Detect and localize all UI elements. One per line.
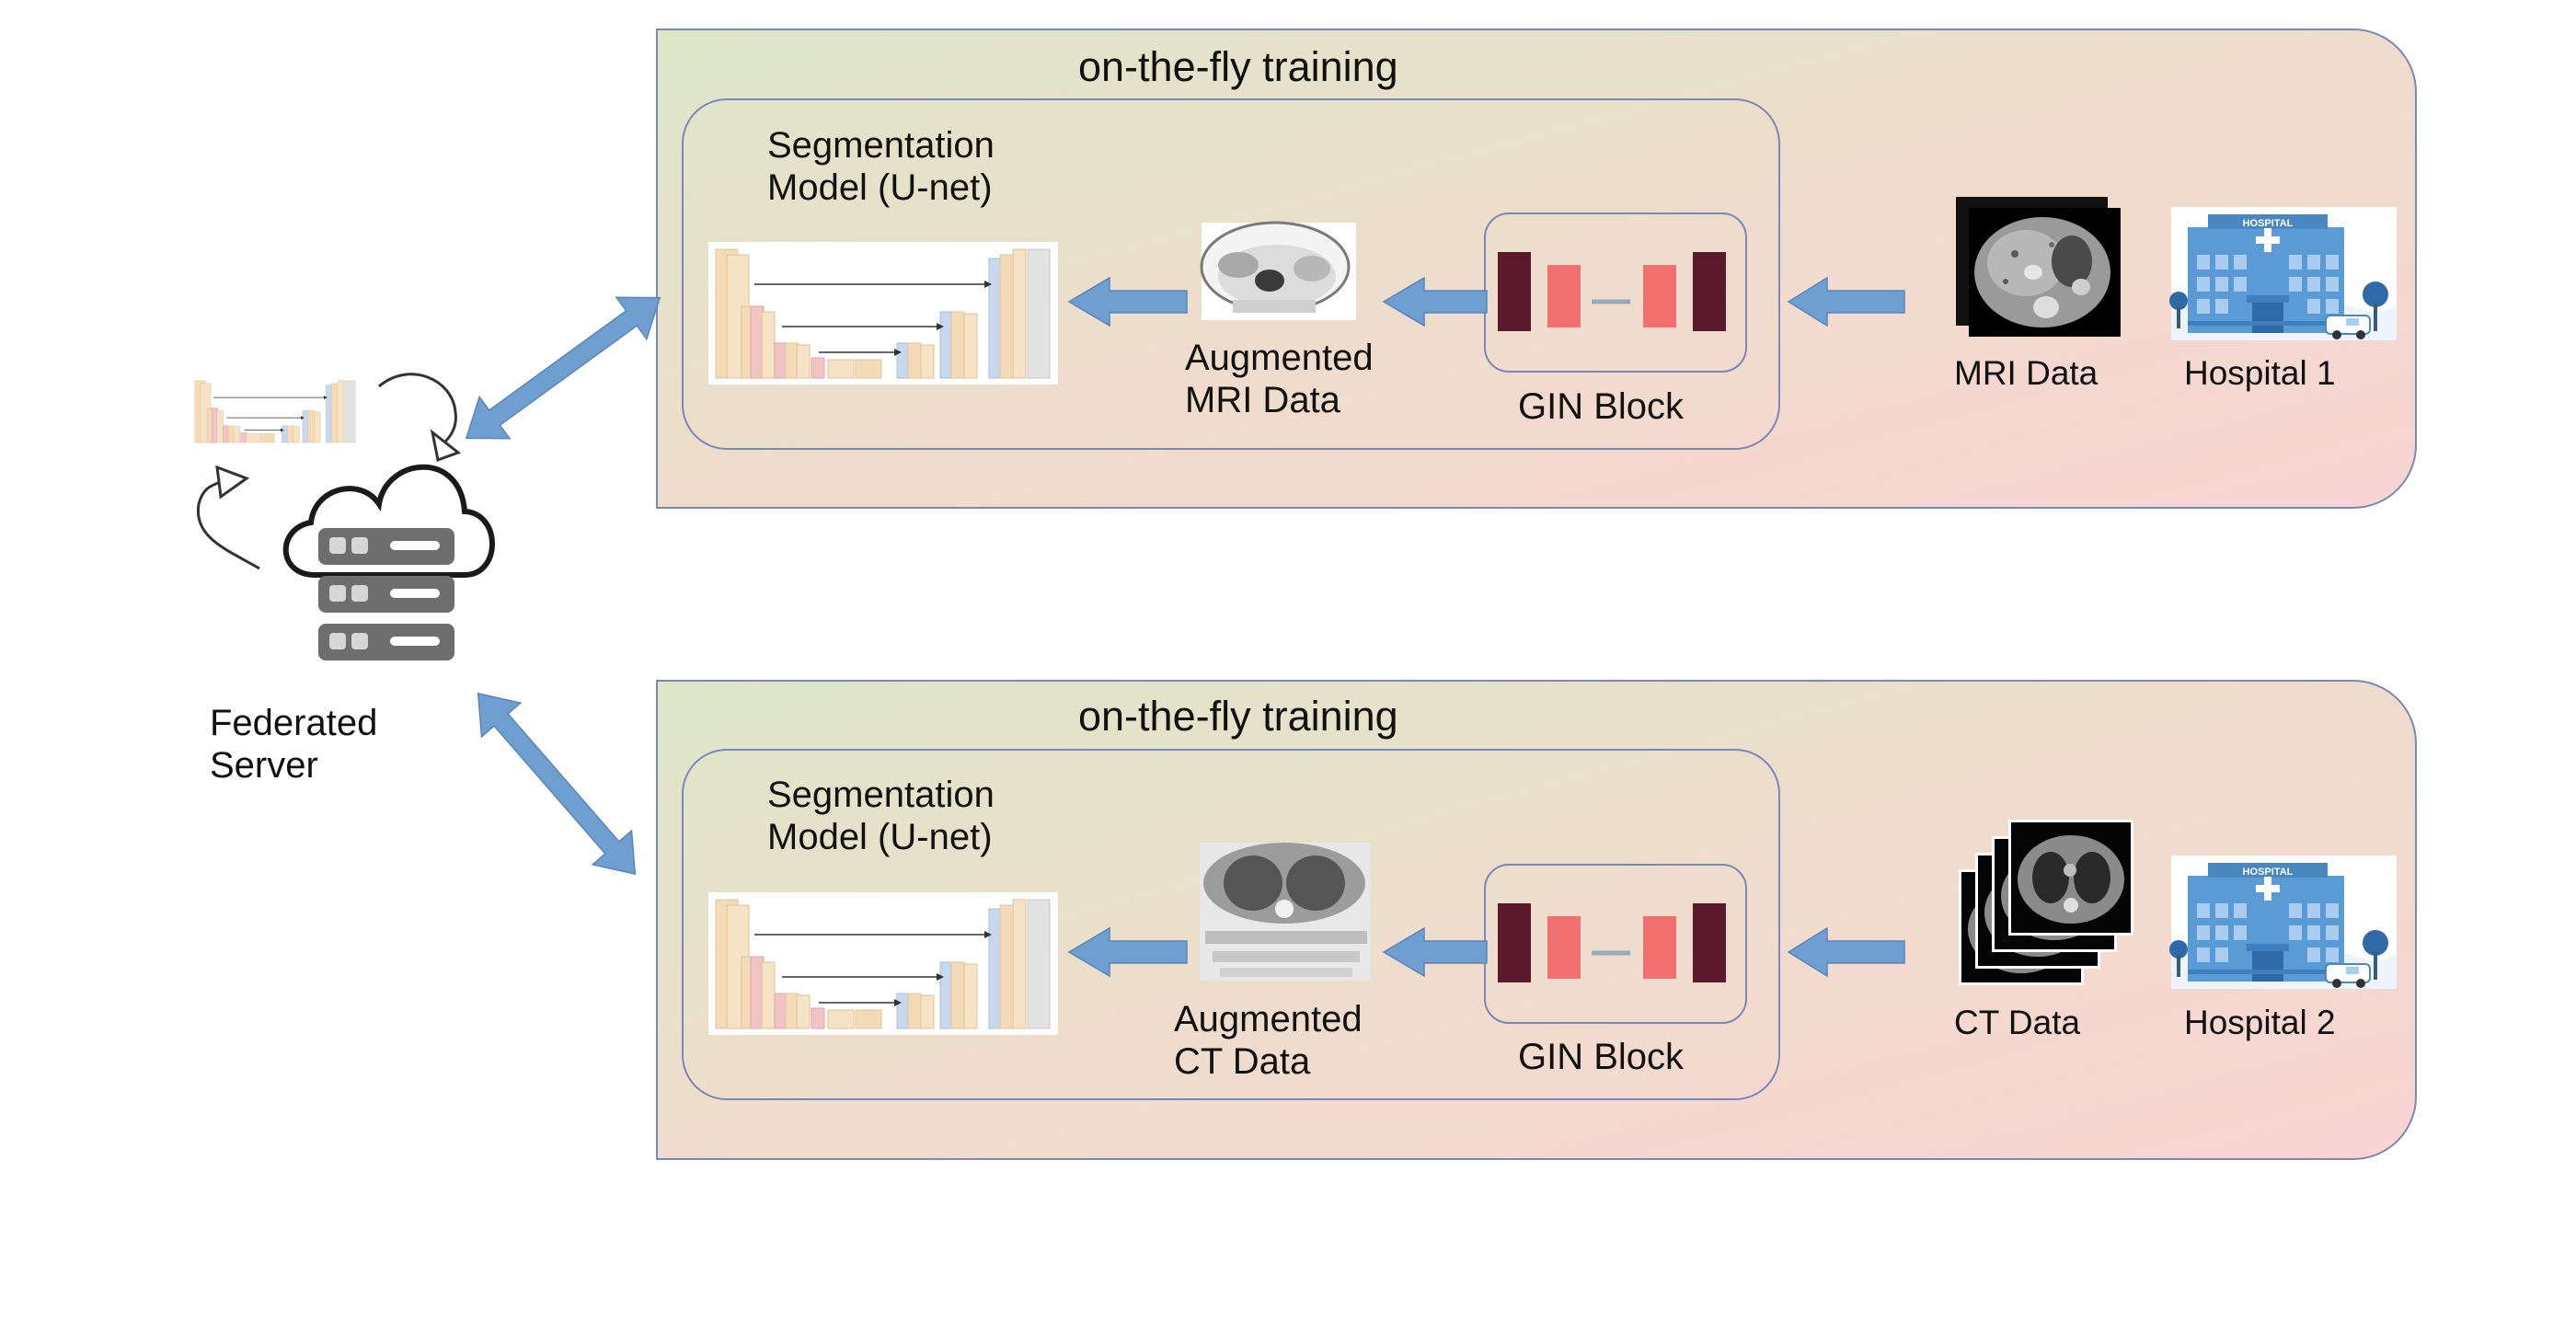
unet-model-icon-2 bbox=[707, 891, 1059, 1036]
server-label-line1: Federated bbox=[210, 703, 378, 743]
augmented-ct-thumbnail bbox=[1200, 843, 1371, 981]
hospital-label-1: Hospital 1 bbox=[2184, 354, 2336, 392]
gin-block-label-2: GIN Block bbox=[1518, 1037, 1685, 1077]
sync-arrow-top-icon bbox=[378, 373, 457, 443]
panel-2-title: on-the-fly training bbox=[1078, 693, 1398, 740]
double-arrow-server-panel-2 bbox=[477, 692, 637, 876]
panel-1-title: on-the-fly training bbox=[1078, 43, 1398, 90]
augmented-label-1-line1: Augmented bbox=[1185, 338, 1374, 378]
ct-data-stack bbox=[1959, 820, 2133, 985]
panel-1-background bbox=[656, 29, 2417, 509]
hospital-label-2: Hospital 2 bbox=[2184, 1004, 2336, 1041]
sync-arrow-bottom-icon bbox=[196, 480, 260, 570]
arrow-augmented-to-model-1 bbox=[1067, 276, 1188, 327]
arrow-gin-to-augmented-1 bbox=[1382, 276, 1488, 327]
hospital-2-icon bbox=[2168, 855, 2398, 990]
augmented-label-1-line2: MRI Data bbox=[1185, 380, 1340, 420]
mri-data-thumbnail bbox=[1956, 197, 2121, 337]
model-group-box-2 bbox=[682, 749, 1780, 1100]
pipeline-panel-1 bbox=[656, 29, 2417, 509]
model-label-1-line2: Model (U-net) bbox=[767, 167, 993, 208]
model-group-box-1 bbox=[682, 98, 1780, 450]
federated-server-group bbox=[190, 373, 495, 660]
augmented-mri-thumbnail bbox=[1200, 221, 1356, 320]
augmented-label-2-line2: CT Data bbox=[1174, 1041, 1311, 1082]
model-label-2-line1: Segmentation bbox=[767, 775, 995, 815]
arrow-hospital2-to-gin bbox=[1787, 926, 1905, 978]
data-label-2: CT Data bbox=[1954, 1004, 2081, 1041]
gin-block-label-1: GIN Block bbox=[1518, 386, 1685, 427]
server-unet-icon bbox=[190, 376, 360, 446]
arrow-hospital1-to-gin bbox=[1787, 276, 1905, 327]
data-label-1: MRI Data bbox=[1954, 354, 2099, 392]
unet-model-icon-1 bbox=[707, 241, 1059, 385]
model-label-1-line1: Segmentation bbox=[767, 125, 995, 166]
server-rack-icon bbox=[318, 528, 454, 660]
server-label-line2: Server bbox=[210, 745, 318, 786]
double-arrow-server-panel-1 bbox=[465, 296, 661, 440]
hospital-1-icon bbox=[2168, 206, 2398, 341]
pipeline-panel-2 bbox=[656, 680, 2417, 1160]
model-label-2-line2: Model (U-net) bbox=[767, 817, 993, 857]
augmented-label-2-line1: Augmented bbox=[1174, 999, 1363, 1039]
panel-2-background bbox=[656, 680, 2417, 1160]
arrow-augmented-to-model-2 bbox=[1067, 926, 1188, 978]
arrow-gin-to-augmented-2 bbox=[1382, 926, 1488, 978]
